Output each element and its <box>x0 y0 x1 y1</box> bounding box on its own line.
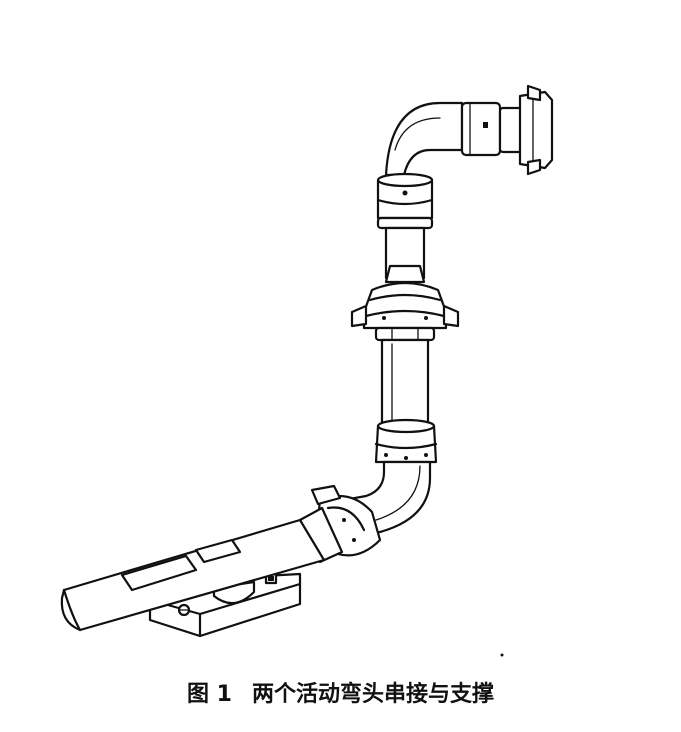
figure-caption: 图 1 两个活动弯头串接与支撑 <box>0 676 681 708</box>
speck-mark <box>500 653 504 657</box>
upper-elbow <box>384 84 554 177</box>
upper-union-nut <box>376 172 434 230</box>
middle-swivel-clamp <box>350 264 460 342</box>
caption-number: 图 1 <box>187 682 232 707</box>
caption-text: 两个活动弯头串接与支撑 <box>251 682 494 707</box>
lower-hammer-union <box>298 484 382 564</box>
horizontal-pipe <box>60 518 326 632</box>
lower-union-nut <box>374 418 438 464</box>
pipe-assembly-illustration <box>60 84 554 657</box>
middle-straight-pipe <box>380 338 430 428</box>
